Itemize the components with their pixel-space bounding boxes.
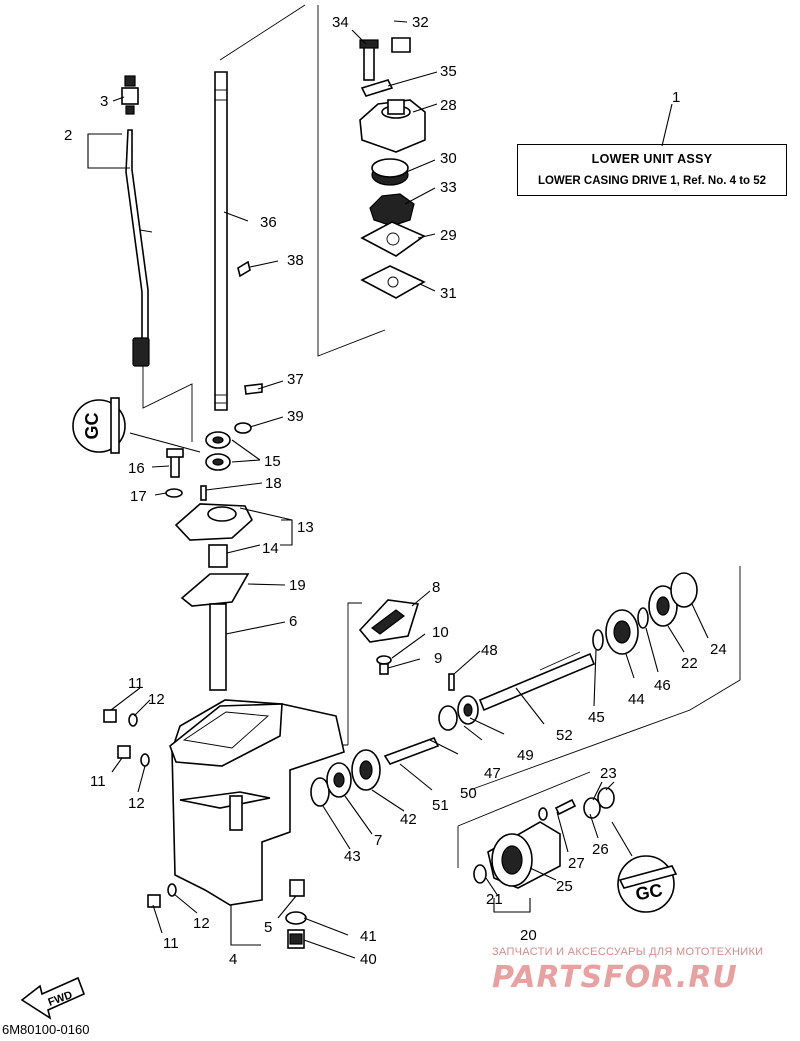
callout-37: 37 [287, 371, 304, 388]
shaft-housing-group [473, 787, 615, 889]
propeller-shaft-group [310, 572, 698, 807]
sealant-mark-label-lower: GC [634, 880, 664, 904]
callout-17: 17 [130, 488, 147, 505]
sealant-marker-lower: GC [617, 855, 678, 913]
bearing-housing-group [165, 383, 263, 607]
callout-30: 30 [440, 150, 457, 167]
callout-7: 7 [374, 832, 382, 849]
callout-12-mid: 12 [128, 795, 145, 812]
callout-12-bottom: 12 [193, 915, 210, 932]
callout-1: 1 [672, 89, 680, 106]
callout-41: 41 [360, 928, 377, 945]
callout-5: 5 [264, 919, 272, 936]
callout-11-bottom: 11 [163, 935, 179, 952]
callout-19: 19 [289, 577, 306, 594]
callout-34: 34 [332, 14, 349, 31]
assembly-subtitle: LOWER CASING DRIVE 1, Ref. No. 4 to 52 [537, 175, 767, 187]
callout-4: 4 [229, 951, 237, 968]
callout-32: 32 [412, 14, 429, 31]
forward-direction-badge: FWD [20, 976, 86, 1020]
anode-plate [358, 599, 420, 675]
callout-14: 14 [262, 540, 279, 557]
drain-plug-group [285, 911, 307, 949]
callout-2: 2 [64, 127, 72, 144]
callout-18: 18 [265, 475, 282, 492]
callout-39: 39 [287, 408, 304, 425]
sealant-marker-upper: GC [72, 397, 126, 454]
callout-27: 27 [568, 855, 585, 872]
callout-38: 38 [287, 252, 304, 269]
callout-46: 46 [654, 677, 671, 694]
callout-26: 26 [592, 841, 609, 858]
callout-44: 44 [628, 691, 645, 708]
callout-20: 20 [520, 927, 537, 944]
callout-29: 29 [440, 227, 457, 244]
callout-21: 21 [486, 891, 503, 908]
callout-9: 9 [434, 650, 442, 667]
callout-52: 52 [556, 727, 573, 744]
lower-casing [169, 699, 345, 906]
callout-12-top: 12 [148, 691, 165, 708]
water-pump-group [359, 37, 426, 299]
callout-31: 31 [440, 285, 457, 302]
callout-10: 10 [432, 624, 449, 641]
callout-40: 40 [360, 951, 377, 968]
callout-47: 47 [484, 765, 501, 782]
callout-numbers: 1 2 3 4 5 6 7 8 9 10 11 11 11 12 12 12 1… [64, 14, 727, 968]
callout-6: 6 [289, 613, 297, 630]
callout-51: 51 [432, 797, 449, 814]
assembly-title: LOWER UNIT ASSY [591, 152, 713, 166]
callout-45: 45 [588, 709, 605, 726]
watermark-caption: ЗАПЧАСТИ И АКСЕССУАРЫ ДЛЯ МОТОТЕХНИКИ [492, 946, 764, 958]
callout-3: 3 [100, 93, 108, 110]
callout-35: 35 [440, 63, 457, 80]
callout-33: 33 [440, 179, 457, 196]
figure-code: 6M80100-0160 [2, 1022, 90, 1037]
callout-15: 15 [264, 453, 281, 470]
water-tube [209, 603, 227, 691]
callout-43: 43 [344, 848, 361, 865]
callout-36: 36 [260, 214, 277, 231]
drive-shaft [214, 71, 251, 411]
callout-13: 13 [297, 519, 314, 536]
callout-50: 50 [460, 785, 477, 802]
callout-48: 48 [481, 642, 498, 659]
callout-25: 25 [556, 878, 573, 895]
callout-22: 22 [681, 655, 698, 672]
callout-42: 42 [400, 811, 417, 828]
casing-bolts [103, 709, 177, 908]
callout-23: 23 [600, 765, 617, 782]
callout-8: 8 [432, 579, 440, 596]
callout-24: 24 [710, 641, 727, 658]
assembly-title-box: LOWER UNIT ASSY LOWER CASING DRIVE 1, Re… [517, 144, 787, 196]
sealant-mark-label-upper: GC [82, 412, 102, 439]
callout-11-mid: 11 [90, 773, 106, 790]
callout-28: 28 [440, 97, 457, 114]
shift-rod [121, 75, 153, 367]
callout-11-top: 11 [128, 675, 144, 692]
callout-49: 49 [517, 747, 534, 764]
watermark-brand: PARTSFOR.RU [492, 960, 738, 995]
leader-lines [87, 20, 709, 959]
callout-16: 16 [128, 460, 145, 477]
